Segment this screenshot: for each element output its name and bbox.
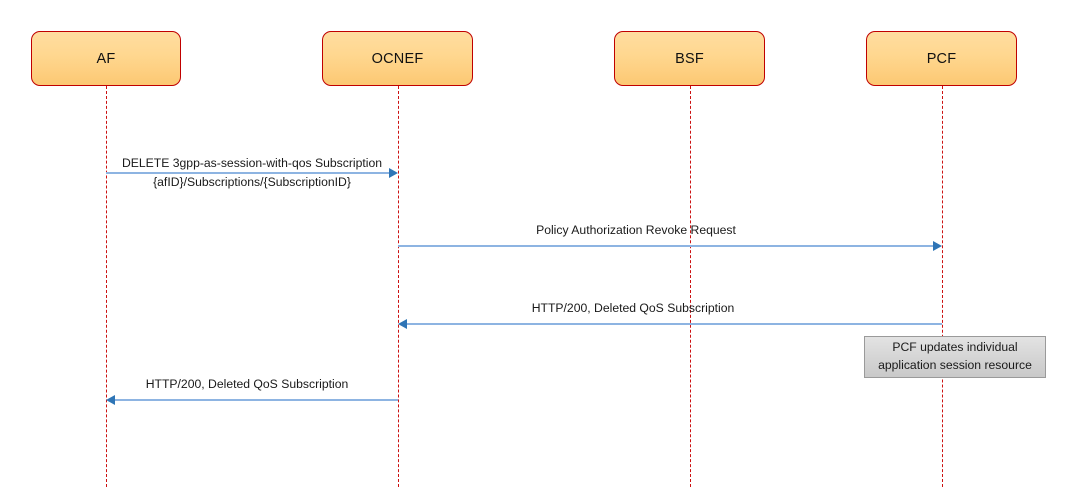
actor-label-af: AF	[96, 50, 116, 67]
lifeline-bsf	[690, 86, 691, 487]
arrowhead-left-icon	[398, 318, 407, 329]
message-label-http-200-deleted-qos-subscription-pcf: HTTP/200, Deleted QoS Subscription	[398, 300, 868, 316]
lifeline-ocnef	[398, 86, 399, 487]
actor-box-pcf[interactable]: PCF	[866, 31, 1017, 86]
message-label-line1: HTTP/200, Deleted QoS Subscription	[145, 377, 349, 391]
actor-label-ocnef: OCNEF	[371, 50, 424, 67]
message-label-http-200-deleted-qos-subscription-ocnef: HTTP/200, Deleted QoS Subscription	[106, 376, 388, 392]
message-line	[407, 323, 942, 325]
note-pcf-updates-session-resource: PCF updates individual application sessi…	[864, 336, 1046, 378]
message-line	[115, 399, 398, 401]
arrowhead-right-icon	[389, 167, 398, 178]
actor-label-bsf: BSF	[675, 50, 704, 67]
note-text: PCF updates individual application sessi…	[872, 339, 1038, 374]
actor-label-pcf: PCF	[926, 50, 957, 67]
message-label-delete-qos-subscription: DELETE 3gpp-as-session-with-qos Subscrip…	[106, 155, 398, 171]
arrowhead-left-icon	[106, 394, 115, 405]
message-line	[398, 245, 933, 247]
note-text-line1: PCF updates individual	[892, 340, 1018, 355]
actor-box-af[interactable]: AF	[31, 31, 181, 86]
actor-box-ocnef[interactable]: OCNEF	[322, 31, 473, 86]
message-label-line1: DELETE 3gpp-as-session-with-qos Subscrip…	[121, 156, 383, 170]
message-label-line1: HTTP/200, Deleted QoS Subscription	[531, 301, 735, 315]
note-text-line2: application session resource	[878, 358, 1032, 372]
lifeline-pcf	[942, 86, 943, 487]
message-label-policy-authorization-revoke-request: Policy Authorization Revoke Request	[398, 222, 874, 238]
message-label-line1: Policy Authorization Revoke Request	[536, 223, 736, 237]
message-sublabel-delete-qos-subscription: {afID}/Subscriptions/{SubscriptionID}	[106, 174, 398, 190]
message-label-line2: {afID}/Subscriptions/{SubscriptionID}	[153, 175, 351, 189]
arrowhead-right-icon	[933, 240, 942, 251]
lifeline-af	[106, 86, 107, 487]
message-line	[106, 172, 389, 174]
actor-box-bsf[interactable]: BSF	[614, 31, 765, 86]
